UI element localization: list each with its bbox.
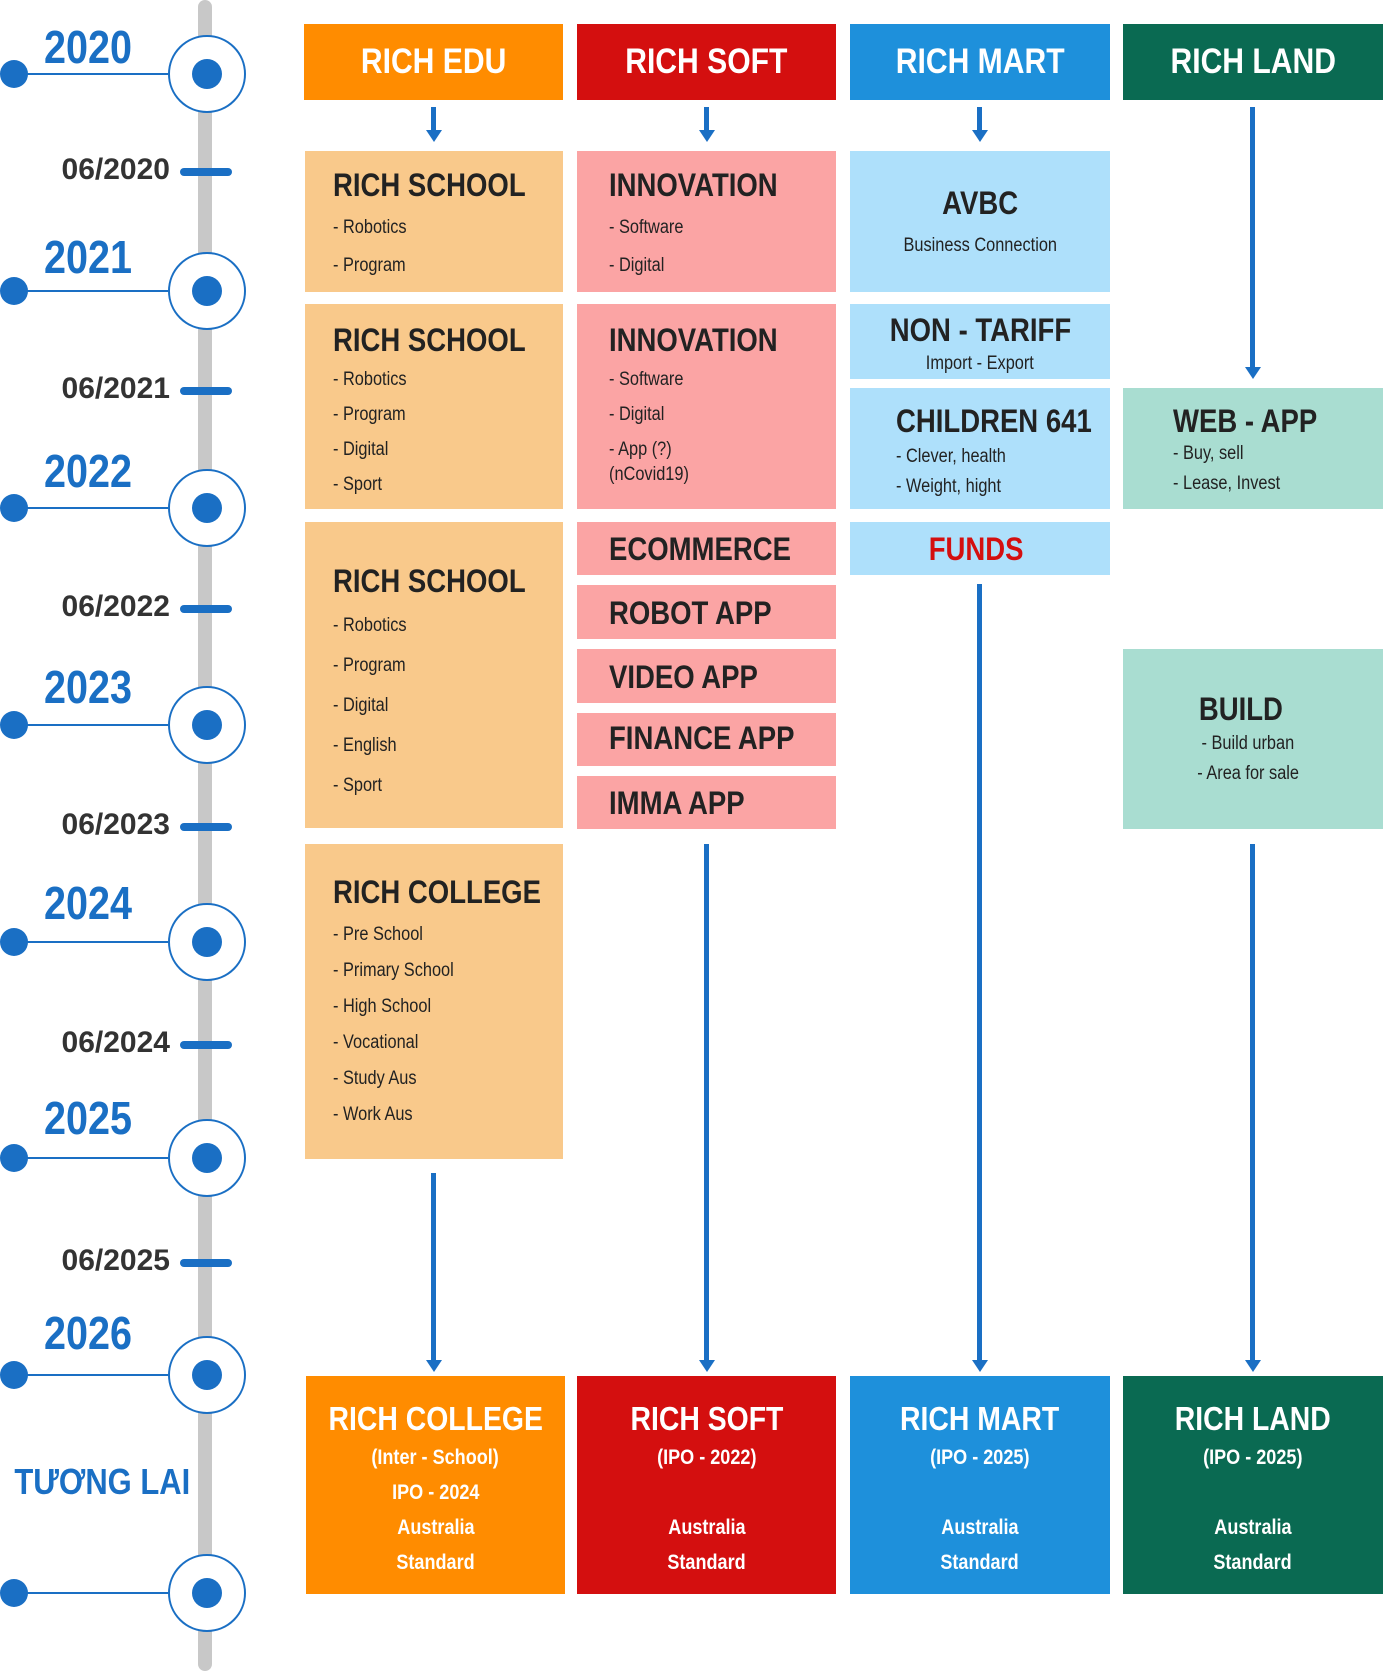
- month-label: 06/2024: [61, 1026, 170, 1059]
- timeline-connector: [14, 1592, 168, 1594]
- arrow-shaft: [704, 844, 709, 1363]
- timeline-dot: [0, 711, 28, 739]
- mart-funds-box: FUNDS: [850, 522, 1110, 575]
- future-rich-college-box: RICH COLLEGE (Inter - School) IPO - 2024…: [306, 1376, 565, 1594]
- year-label: 2021: [44, 231, 133, 283]
- soft-app-box: IMMA APP: [577, 776, 836, 829]
- timeline-axis: [198, 0, 212, 1671]
- arrow-head: [972, 130, 988, 142]
- timeline-connector: [14, 507, 168, 509]
- timeline-node-dot: [192, 276, 222, 306]
- arrow-head: [699, 130, 715, 142]
- arrow-shaft: [704, 107, 709, 131]
- year-label: 2022: [44, 445, 133, 497]
- mart-children-box: CHILDREN 641 - Clever, health - Weight, …: [850, 388, 1110, 509]
- timeline-connector: [14, 290, 168, 292]
- arrow-head: [699, 1360, 715, 1372]
- soft-app-box: ECOMMERCE: [577, 522, 836, 575]
- arrow-head: [1245, 1360, 1261, 1372]
- mart-tariff-box: NON - TARIFF Import - Export: [850, 304, 1110, 379]
- soft-app-box: FINANCE APP: [577, 713, 836, 766]
- year-label: 2024: [44, 877, 133, 929]
- timeline-dot: [0, 1579, 28, 1607]
- future-rich-soft-box: RICH SOFT (IPO - 2022) Australia Standar…: [577, 1376, 836, 1594]
- month-tick: [180, 1259, 232, 1267]
- land-build-box: BUILD - Build urban - Area for sale: [1123, 649, 1383, 829]
- timeline-node: [168, 469, 246, 547]
- timeline-connector: [14, 724, 168, 726]
- timeline-node-dot: [192, 927, 222, 957]
- edu-school-box: RICH SCHOOL - Robotics - Program - Digit…: [305, 522, 563, 828]
- timeline-dot: [0, 494, 28, 522]
- timeline-connector: [14, 941, 168, 943]
- arrow-shaft: [1250, 107, 1255, 369]
- timeline-node-dot: [192, 493, 222, 523]
- year-label: 2020: [44, 21, 133, 73]
- timeline-dot: [0, 1361, 28, 1389]
- mart-avbc-box: AVBC Business Connection: [850, 151, 1110, 292]
- timeline-connector: [14, 1157, 168, 1159]
- month-label: 06/2020: [61, 153, 170, 186]
- future-rich-land-box: RICH LAND (IPO - 2025) Australia Standar…: [1123, 1376, 1383, 1594]
- timeline-node: [168, 1119, 246, 1197]
- timeline-connector: [14, 73, 168, 75]
- month-tick: [180, 168, 232, 176]
- month-label: 06/2025: [61, 1244, 170, 1277]
- soft-innovation-box: INNOVATION - Software - Digital: [577, 151, 836, 292]
- timeline-dot: [0, 60, 28, 88]
- month-tick: [180, 823, 232, 831]
- timeline-connector: [14, 1374, 168, 1376]
- header-rich-edu: RICH EDU: [304, 24, 563, 100]
- month-tick: [180, 605, 232, 613]
- month-label: 06/2022: [61, 590, 170, 623]
- year-label: 2026: [44, 1307, 133, 1359]
- arrow-head: [426, 130, 442, 142]
- timeline-node-dot: [192, 710, 222, 740]
- timeline-dot: [0, 277, 28, 305]
- timeline-node-dot: [192, 1360, 222, 1390]
- arrow-shaft: [1250, 844, 1255, 1363]
- month-tick: [180, 1041, 232, 1049]
- edu-school-box: RICH SCHOOL - Robotics - Program - Digit…: [305, 304, 563, 509]
- header-rich-land: RICH LAND: [1123, 24, 1383, 100]
- month-label: 06/2023: [61, 808, 170, 841]
- arrow-head: [972, 1360, 988, 1372]
- timeline-node-dot: [192, 1143, 222, 1173]
- year-label: 2023: [44, 661, 133, 713]
- future-label: TƯƠNG LAI: [14, 1461, 191, 1502]
- month-label: 06/2021: [61, 372, 170, 405]
- timeline-dot: [0, 1144, 28, 1172]
- edu-college-box: RICH COLLEGE - Pre School - Primary Scho…: [305, 844, 563, 1159]
- arrow-shaft: [977, 584, 982, 1363]
- edu-school-box: RICH SCHOOL - Robotics - Program: [305, 151, 563, 292]
- arrow-shaft: [977, 107, 982, 131]
- arrow-shaft: [431, 1173, 436, 1363]
- arrow-head: [426, 1360, 442, 1372]
- year-label: 2025: [44, 1092, 133, 1144]
- soft-innovation-box: INNOVATION - Software - Digital - App (?…: [577, 304, 836, 509]
- soft-app-box: VIDEO APP: [577, 649, 836, 703]
- month-tick: [180, 387, 232, 395]
- header-rich-mart: RICH MART: [850, 24, 1110, 100]
- timeline-dot: [0, 928, 28, 956]
- land-webapp-box: WEB - APP - Buy, sell - Lease, Invest: [1123, 388, 1383, 509]
- header-rich-soft: RICH SOFT: [577, 24, 836, 100]
- timeline-node-dot: [192, 59, 222, 89]
- arrow-shaft: [431, 107, 436, 131]
- future-rich-mart-box: RICH MART (IPO - 2025) Australia Standar…: [850, 1376, 1110, 1594]
- arrow-head: [1245, 367, 1261, 379]
- soft-app-box: ROBOT APP: [577, 585, 836, 639]
- timeline-node-dot: [192, 1578, 222, 1608]
